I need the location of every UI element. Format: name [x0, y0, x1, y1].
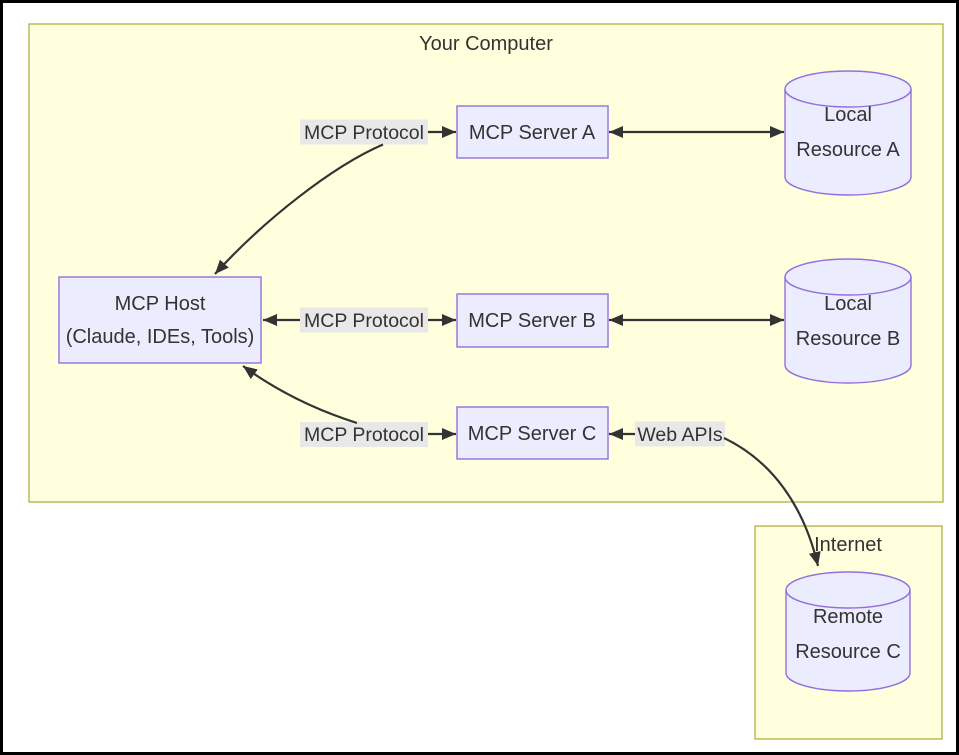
mcp-server-c-label: MCP Server C [468, 423, 597, 445]
local-resource-a-cylinder [784, 70, 912, 196]
your-computer-title: Your Computer [419, 33, 553, 55]
edge-protocol-a-to-host [214, 143, 384, 275]
local-resource-b-cylinder [784, 258, 912, 384]
remote-resource-c-cylinder [785, 571, 911, 692]
web-apis-label: Web APIs [637, 424, 723, 446]
edge-host-to-protocol-c [242, 365, 358, 425]
local-resource-a-label-line2: Resource A [796, 139, 900, 161]
mcp-protocol-b-label-bg [300, 307, 428, 333]
web-apis-label-bg [635, 421, 725, 447]
mcp-server-a-node [456, 105, 609, 159]
mcp-server-b-label: MCP Server B [468, 310, 595, 332]
mcp-server-c-node [456, 406, 609, 460]
local-resource-b-label-line2: Resource B [796, 328, 901, 350]
mcp-protocol-c-label-bg [300, 422, 428, 447]
internet-title: Internet [814, 534, 882, 556]
mcp-host-label-line1: MCP Host [115, 293, 206, 315]
mcp-protocol-a-label: MCP Protocol [304, 122, 424, 144]
local-resource-b-label-line1: Local [824, 293, 872, 315]
mcp-host-label-line2: (Claude, IDEs, Tools) [66, 326, 255, 348]
edge-web-apis-to-resource-c [723, 437, 821, 567]
mcp-host-node [58, 276, 262, 364]
remote-resource-c-label-line1: Remote [813, 606, 883, 628]
remote-resource-c-label-line2: Resource C [795, 641, 901, 663]
mcp-server-a-label: MCP Server A [469, 122, 596, 144]
mcp-protocol-a-label-bg [300, 119, 428, 145]
mcp-protocol-c-label: MCP Protocol [304, 424, 424, 446]
local-resource-a-label-line1: Local [824, 104, 872, 126]
mcp-protocol-b-label: MCP Protocol [304, 310, 424, 332]
mcp-server-b-node [456, 293, 609, 348]
